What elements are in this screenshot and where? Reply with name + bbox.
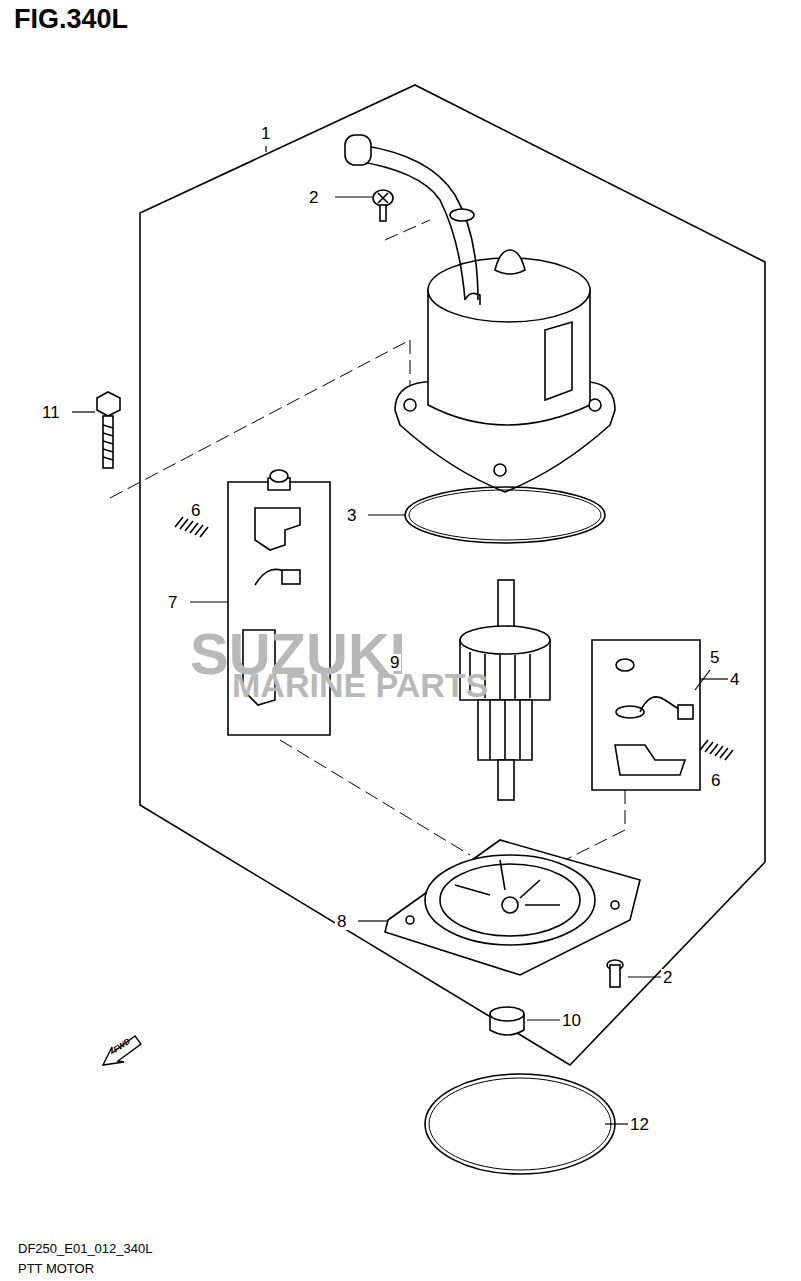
leader-lines [72, 146, 730, 1124]
callout-number: 10 [560, 1012, 583, 1029]
callout-number: 6 [709, 772, 722, 789]
screw [607, 960, 623, 987]
callout-number: 9 [388, 654, 401, 671]
spring [700, 740, 733, 760]
callout-number: 12 [628, 1116, 651, 1133]
callout-number: 7 [166, 594, 179, 611]
callout-number: 2 [307, 189, 320, 206]
o-ring [405, 487, 605, 543]
guide-lines [110, 220, 625, 870]
callout-number: 11 [40, 404, 62, 421]
base-plate [385, 840, 640, 975]
bolt [97, 392, 120, 468]
brush-holder [592, 640, 700, 790]
screw [373, 190, 393, 221]
o-ring [429, 1078, 611, 1170]
callout-number: 6 [189, 502, 202, 519]
drawing-code: DF250_E01_012_340L [18, 1242, 152, 1255]
o-ring [409, 490, 601, 540]
collar [490, 1007, 524, 1035]
callout-number: 8 [335, 913, 348, 930]
callout-number: 1 [259, 125, 272, 142]
spring [175, 517, 208, 537]
motor-housing [395, 250, 615, 492]
callout-number: 2 [661, 969, 674, 986]
motor-cable [345, 135, 478, 300]
figure-title: FIG.340L [14, 6, 128, 33]
callout-number: 4 [728, 671, 741, 688]
callout-number: 3 [345, 507, 358, 524]
o-ring [425, 1074, 615, 1174]
fwd-arrow [103, 1036, 141, 1065]
drawing-name: PTT MOTOR [18, 1262, 94, 1275]
watermark: MARINE PARTS [232, 668, 488, 702]
assembly-outline [140, 85, 765, 1065]
callout-number: 5 [708, 649, 721, 666]
